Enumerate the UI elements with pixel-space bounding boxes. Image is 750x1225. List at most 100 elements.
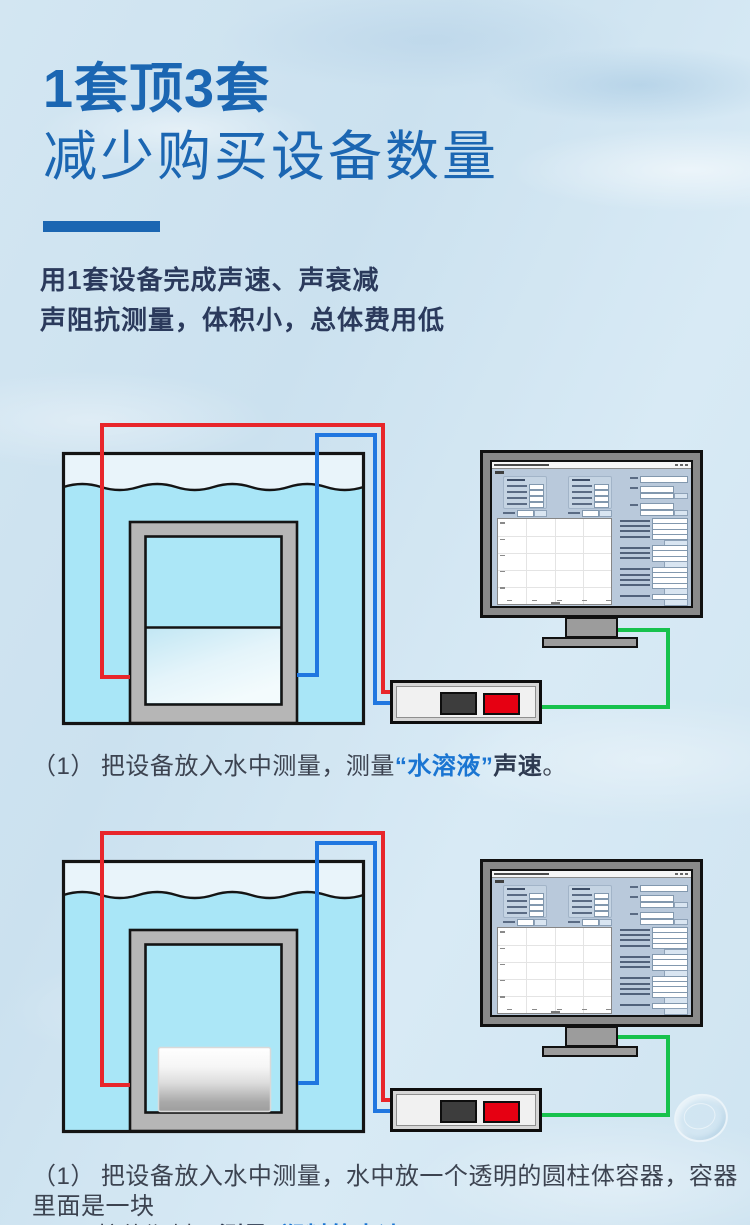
screen-decor	[640, 901, 674, 908]
screen-decor	[529, 483, 544, 490]
screen-decor	[620, 993, 650, 996]
screen-decor	[492, 871, 691, 878]
screen-decor	[529, 904, 544, 911]
screen-decor	[572, 490, 592, 493]
screen-decor	[620, 987, 650, 990]
screen-decor	[581, 599, 587, 601]
screen-decor	[556, 1008, 562, 1010]
monitor-1-neck	[565, 617, 618, 638]
screen-decor	[620, 578, 650, 581]
screen-decor	[582, 918, 599, 926]
screen-decor	[526, 519, 528, 604]
screen-decor	[664, 1008, 688, 1015]
screen-decor	[572, 888, 590, 890]
screen-decor	[620, 1004, 650, 1007]
screen-decor	[529, 489, 544, 496]
red-wire-1	[100, 423, 398, 694]
monitor-1-base	[542, 637, 638, 648]
monitor-2-screen	[490, 869, 693, 1017]
screen-decor	[526, 928, 528, 1013]
screen-decor	[620, 584, 650, 587]
screen-decor	[568, 885, 612, 918]
caption-2-bold: 测量	[219, 1223, 268, 1225]
intro-text: 用1套设备完成声速、声衰减 声阻抗测量，体积小，总体费用低	[40, 260, 445, 340]
screen-decor	[606, 1008, 612, 1010]
caption-1-bold: 声速	[493, 753, 543, 780]
screen-decor	[507, 502, 527, 505]
screen-decor	[507, 496, 527, 499]
screen-decor	[620, 966, 650, 969]
screen-decor	[630, 487, 638, 489]
figure-2-tank	[61, 831, 670, 1134]
screen-decor	[498, 962, 611, 963]
title-underline	[43, 221, 160, 232]
screen-decor	[640, 895, 674, 902]
intro-line-2: 声阻抗测量，体积小，总体费用低	[40, 305, 446, 335]
screen-decor	[498, 587, 611, 588]
screen-decor	[503, 511, 515, 514]
screen-decor	[568, 920, 580, 923]
caption-2-highlight: “塑料的声速”	[268, 1223, 416, 1225]
screen-decor	[664, 599, 688, 606]
screen-decor	[594, 489, 609, 496]
screen-decor	[572, 496, 592, 499]
intro-line-1: 用1套设备完成声速、声衰减	[40, 265, 380, 295]
screen-decor	[630, 886, 638, 888]
screen-decor	[685, 464, 688, 466]
screen-decor	[498, 536, 611, 537]
screen-decor	[640, 912, 674, 919]
screen-decor	[582, 928, 584, 1013]
screen-decor	[507, 1008, 513, 1010]
screen-decor	[550, 602, 560, 604]
screen-decor	[507, 484, 527, 487]
screen-decor	[620, 982, 650, 985]
page-title: 1套顶3套	[43, 59, 271, 119]
screen-decor	[503, 476, 547, 509]
screen-decor	[529, 495, 544, 502]
screen-decor	[498, 996, 611, 997]
screen-decor	[500, 587, 505, 589]
screen-decor	[500, 963, 505, 966]
screen-decor	[556, 599, 562, 601]
screen-decor	[534, 509, 547, 517]
figure-1-caption: （1）把设备放入水中测量，测量“水溶液”声速。	[32, 752, 567, 782]
screen-decor	[500, 522, 505, 524]
screen-decor	[494, 873, 549, 875]
screen-decor	[500, 947, 505, 950]
screen-decor	[630, 477, 638, 479]
screen-decor	[620, 939, 650, 942]
screen-decor	[572, 899, 592, 902]
red-wire-2	[100, 831, 398, 1102]
screen-decor	[620, 595, 650, 598]
caption-1-text: 把设备放入水中测量，测量	[100, 753, 395, 780]
screen-decor	[507, 490, 527, 493]
screen-decor	[531, 599, 537, 601]
screen-decor	[620, 933, 650, 936]
screen-decor	[640, 918, 674, 925]
caption-1-highlight: “水溶液”	[394, 753, 494, 780]
screen-decor	[606, 599, 612, 601]
screen-decor	[620, 568, 650, 571]
screen-decor	[620, 960, 650, 963]
monitor-1	[480, 450, 703, 618]
screen-decor	[529, 892, 544, 899]
monitor-1-screen	[490, 460, 693, 608]
screen-decor	[675, 873, 678, 875]
screen-decor	[500, 931, 505, 933]
screen-decor	[498, 979, 611, 980]
figure-2-caption: （1）把设备放入水中测量，水中放一个透明的圆柱体容器，容器里面是一块 圆柱体塑料…	[32, 1162, 750, 1225]
screen-decor	[495, 471, 504, 474]
caption-2-text-1: 把设备放入水中测量，水中放一个透明的圆柱体容器，容器里面是一块	[32, 1163, 738, 1220]
pulser-receiver-2	[390, 1088, 542, 1132]
screen-decor	[500, 538, 505, 541]
blue-wire-1	[297, 433, 398, 705]
screen-decor	[594, 904, 609, 911]
pulser-black-button	[440, 692, 477, 715]
screen-decor	[599, 509, 612, 517]
screen-decor	[507, 479, 525, 481]
figure-1-tank	[61, 423, 670, 726]
screen-decor	[599, 918, 612, 926]
screen-decor	[497, 518, 612, 605]
caption-2-text-2: 圆柱体塑料，	[72, 1223, 219, 1225]
screen-decor	[572, 911, 592, 914]
